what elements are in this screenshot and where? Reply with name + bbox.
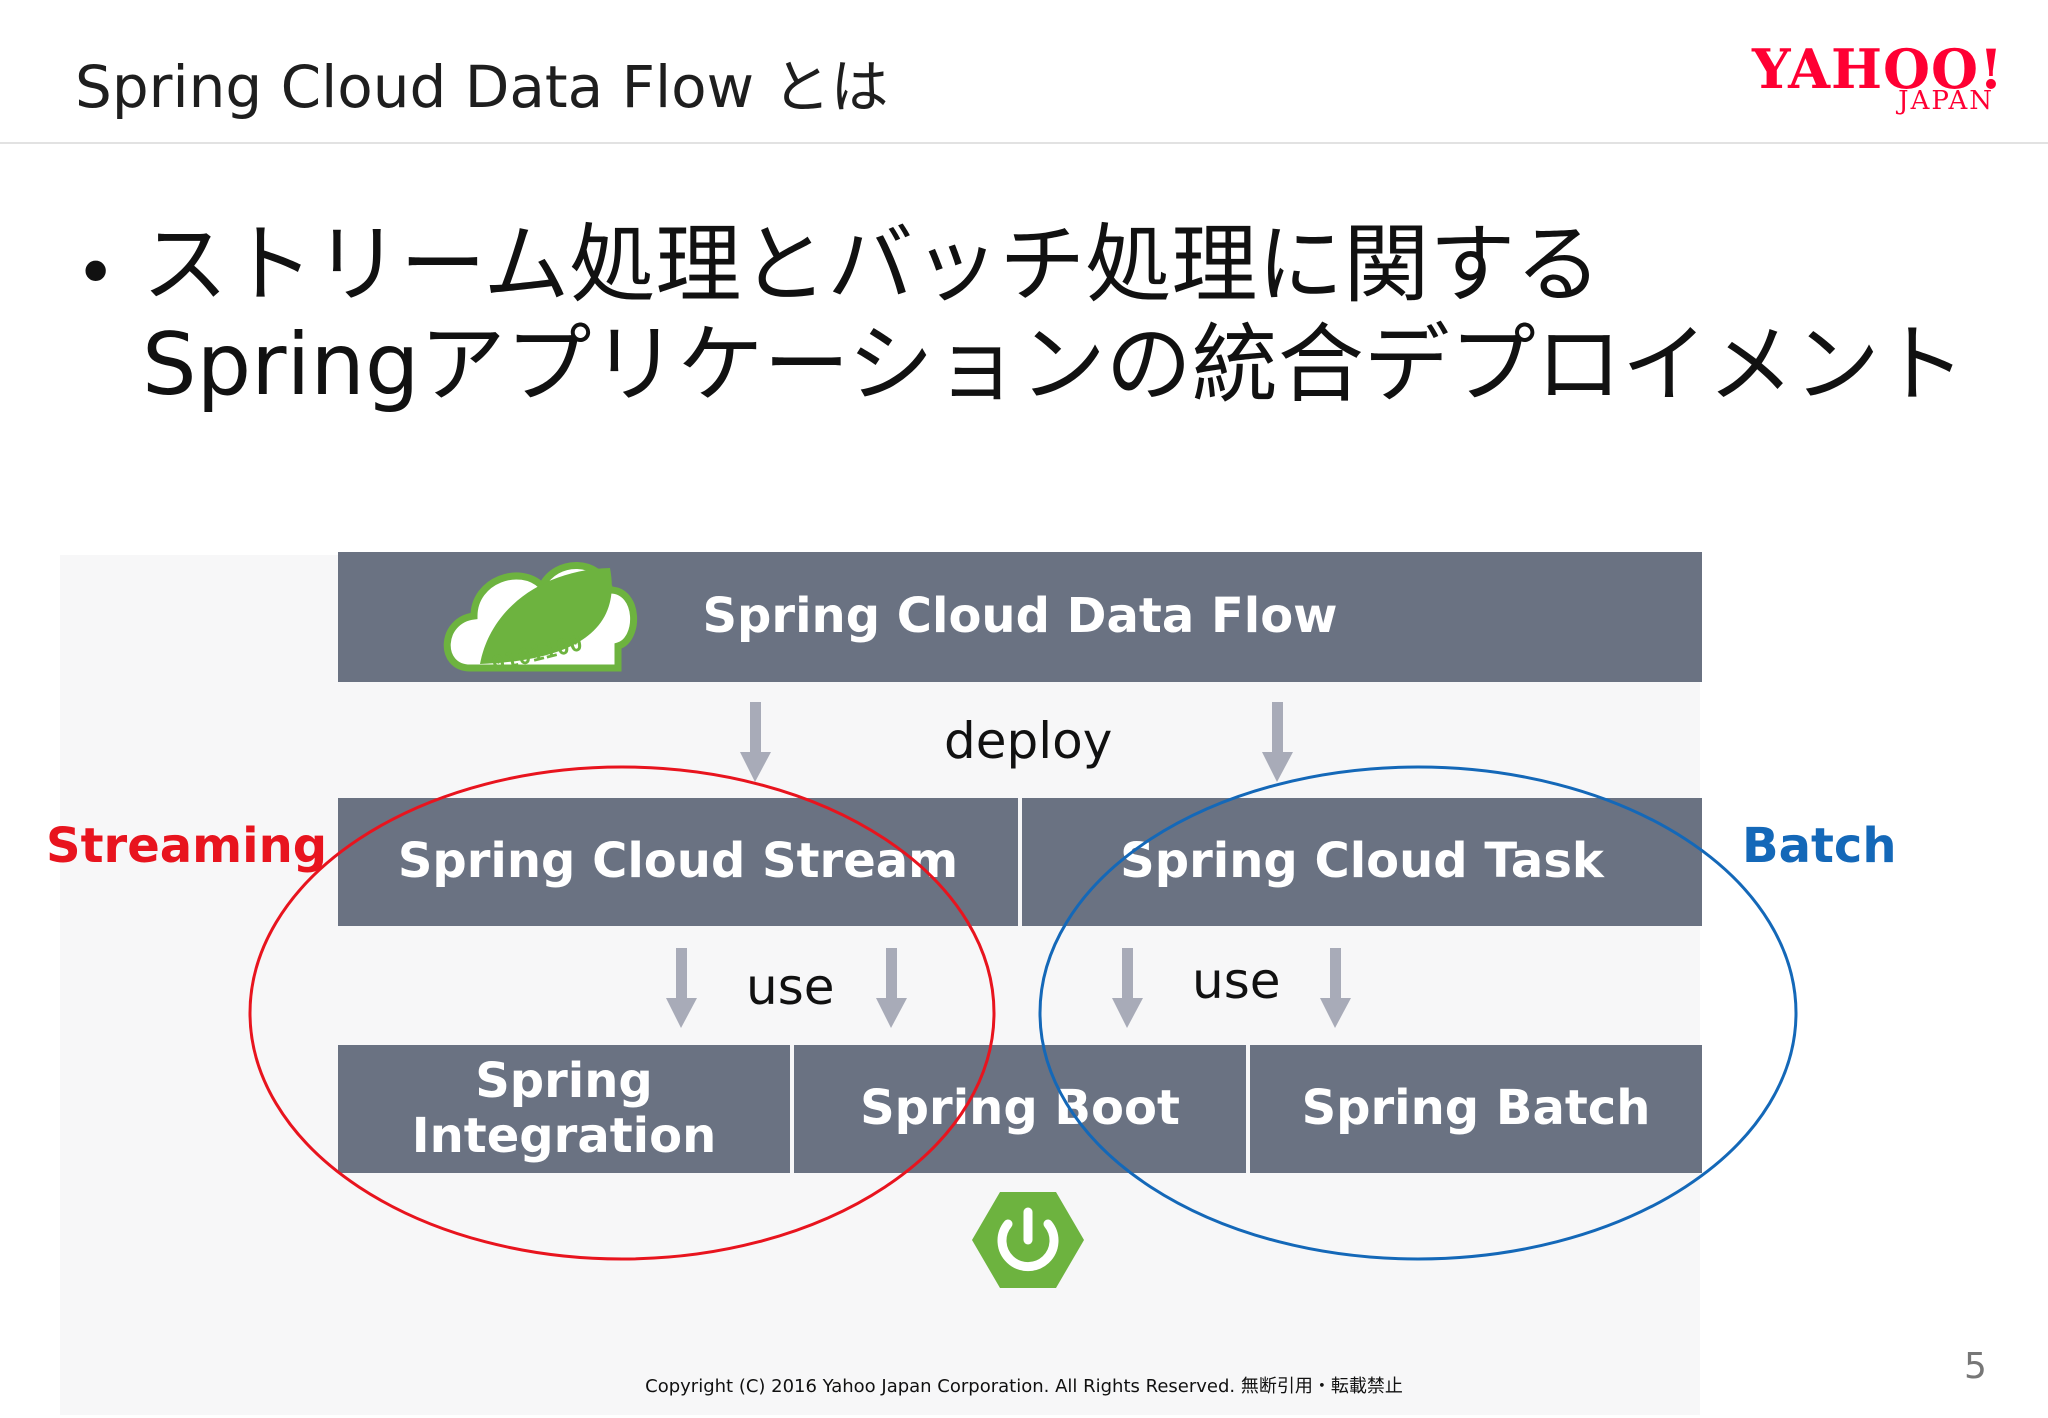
diagram-area [60,555,1700,1415]
box-spring-integration: Spring Integration [338,1045,790,1173]
box-label: Spring Batch [1301,1080,1651,1137]
copyright-footer: Copyright (C) 2016 Yahoo Japan Corporati… [645,1376,1403,1397]
box-spring-batch: Spring Batch [1250,1045,1702,1173]
bullet-line-1: ストリーム処理とバッチ処理に関する [142,215,1602,315]
bullet-line-2: Springアプリケーションの統合デプロイメント [142,315,1966,415]
box-label: Spring Cloud Task [1120,833,1604,890]
box-spring-cloud-stream: Spring Cloud Stream [338,798,1018,926]
header-divider [0,142,2048,144]
streaming-label: Streaming [46,818,328,874]
box-spring-boot: Spring Boot [794,1045,1246,1173]
logo-main-text: YAHOO! [1752,37,2004,101]
box-spring-cloud-data-flow: Spring Cloud Data Flow [338,552,1702,682]
box-label: Spring Cloud Stream [397,833,959,890]
yahoo-japan-logo: YAHOO! JAPAN [1752,37,2004,116]
use-label-left: use [746,958,835,1016]
use-label-right: use [1192,952,1281,1010]
page-number: 5 [1964,1346,1987,1387]
slide-title: Spring Cloud Data Flow とは [75,53,889,121]
bullet-marker: • [75,232,117,314]
deploy-label: deploy [944,712,1113,770]
box-label: Spring Integration [411,1052,717,1164]
box-spring-cloud-task: Spring Cloud Task [1022,798,1702,926]
box-label: Spring Boot [860,1080,1180,1137]
box-label: Spring Cloud Data Flow [702,588,1338,645]
logo-sub-text: JAPAN [1898,86,1994,116]
batch-label: Batch [1742,818,1897,874]
